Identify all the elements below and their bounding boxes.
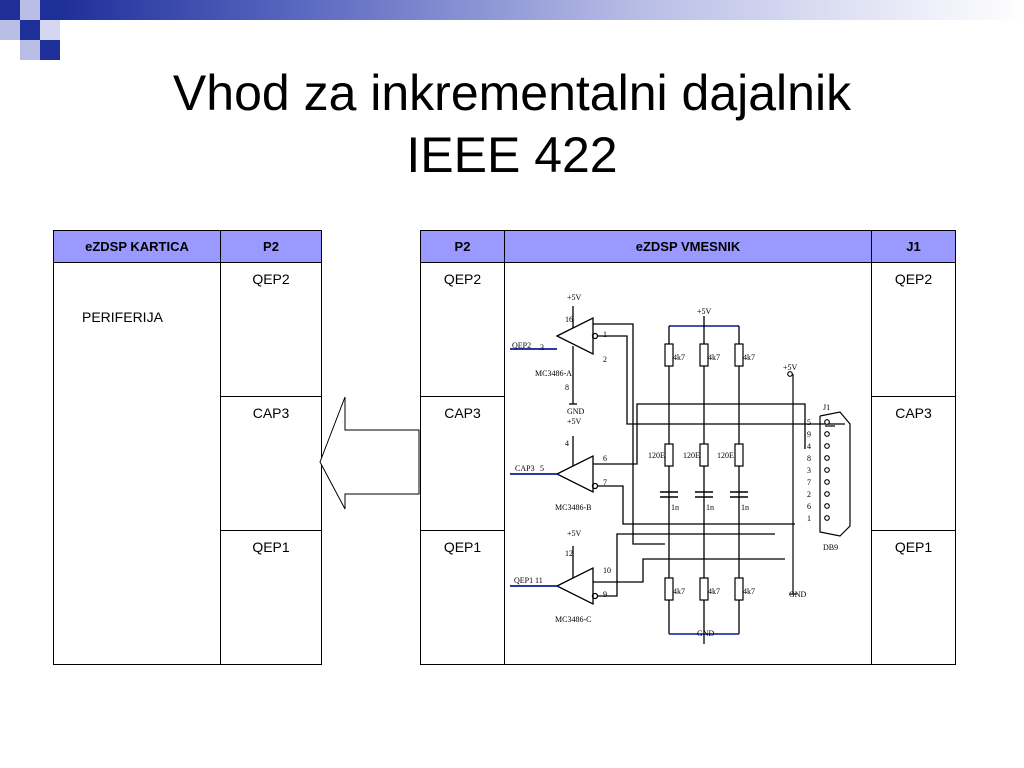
header-ezdsp-kartica: eZDSP KARTICA: [53, 230, 221, 263]
header-p2-right: P2: [420, 230, 505, 263]
input-label-cap3: CAP3: [515, 464, 535, 473]
amp-a-name: MC3486-A: [535, 369, 572, 378]
amp-c-name: MC3486-C: [555, 615, 591, 624]
slide-title: Vhod za inkrementalni dajalnik IEEE 422: [0, 62, 1024, 186]
amp-a-out-pin-2: 2: [603, 355, 607, 364]
j1-cell-qep2: QEP2: [871, 262, 956, 397]
connector-ref-label: J1: [823, 403, 830, 412]
connector-pin-5: 3: [807, 466, 811, 475]
pullup-label-1: 4k7: [673, 353, 685, 362]
amp-b-vcc-pin: 4: [565, 439, 569, 448]
left-cell-qep1: QEP1: [220, 530, 322, 665]
amp-c-in-pin: 11: [535, 576, 543, 585]
cap-label-3: 1n: [741, 503, 749, 512]
header-j1: J1: [871, 230, 956, 263]
j1-cell-qep1: QEP1: [871, 530, 956, 665]
amp-c-out-pin-1: 10: [603, 566, 611, 575]
amp-b-name: MC3486-B: [555, 503, 591, 512]
gnd-label-network: GND: [697, 629, 715, 638]
input-label-qep1: QEP1: [514, 576, 533, 585]
right-table: P2 eZDSP VMESNIK J1 QEP2 QEP2 CAP3 CAP3 …: [420, 230, 956, 665]
vcc-label-c: +5V: [567, 529, 582, 538]
pullup-label-3: 4k7: [743, 353, 755, 362]
connector-pin-4: 8: [807, 454, 811, 463]
gnd-label-connector: GND: [789, 590, 807, 599]
p2-cell-cap3: CAP3: [420, 396, 505, 531]
amp-a-out-pin-1: 1: [603, 330, 607, 339]
connector-pin-7: 2: [807, 490, 811, 499]
header-p2-left: P2: [220, 230, 322, 263]
cap-label-2: 1n: [706, 503, 714, 512]
j1-cell-cap3: CAP3: [871, 396, 956, 531]
connector-pin-2: 9: [807, 430, 811, 439]
left-cell-cap3: CAP3: [220, 396, 322, 531]
periferija-label: PERIFERIJA: [82, 309, 163, 325]
pulldown-label-1: 4k7: [673, 587, 685, 596]
cap-label-1: 1n: [671, 503, 679, 512]
pulldown-label-2: 4k7: [708, 587, 720, 596]
pullup-label-2: 4k7: [708, 353, 720, 362]
amp-c-vcc-pin: 12: [565, 549, 573, 558]
connector-pin-1: 5: [807, 418, 811, 427]
amp-a-in-pin: 3: [540, 343, 544, 352]
left-table: eZDSP KARTICA P2 PERIFERIJA QEP2 CAP3 QE…: [53, 230, 322, 665]
amp-a-vcc-pin: 16: [565, 315, 573, 324]
amp-c-out-pin-2: 9: [603, 590, 607, 599]
connector-pin-3: 4: [807, 442, 811, 451]
connector-name-label: DB9: [823, 543, 838, 552]
vcc-label-a: +5V: [567, 293, 582, 302]
left-cell-qep2: QEP2: [220, 262, 322, 397]
amp-b-symbol: [555, 454, 594, 494]
termination-label-3: 120E: [717, 451, 734, 460]
p2-cell-qep2: QEP2: [420, 262, 505, 397]
amp-b-out-pin-1: 6: [603, 454, 607, 463]
header-gradient-band: [60, 0, 1024, 20]
periferija-cell: PERIFERIJA: [53, 262, 221, 665]
title-line-1: Vhod za inkrementalni dajalnik: [172, 65, 852, 121]
schematic-diagram: +5V GND +5V +5V +5V +5V GND GND QEP2 CAP…: [510, 293, 851, 644]
connector-pin-6: 7: [807, 478, 811, 487]
vcc-label-connector: +5V: [783, 363, 798, 372]
termination-label-2: 120E: [683, 451, 700, 460]
input-label-qep2: QEP2: [512, 341, 531, 350]
amp-c-symbol: [555, 566, 594, 606]
header-ezdsp-vmesnik: eZDSP VMESNIK: [504, 230, 872, 263]
left-arrow-icon: [319, 396, 420, 510]
title-line-2: IEEE 422: [406, 127, 618, 183]
amp-b-out-pin-2: 7: [603, 478, 607, 487]
amp-a-gnd-pin: 8: [565, 383, 569, 392]
connector-pin-9: 1: [807, 514, 811, 523]
connector-pin-8: 6: [807, 502, 811, 511]
termination-label-1: 120E: [648, 451, 665, 460]
gnd-label-a: GND: [567, 407, 585, 416]
pulldown-label-3: 4k7: [743, 587, 755, 596]
vcc-label-pullup: +5V: [697, 307, 712, 316]
vcc-label-b: +5V: [567, 417, 582, 426]
p2-cell-qep1: QEP1: [420, 530, 505, 665]
amp-b-in-pin: 5: [540, 464, 544, 473]
amp-a-symbol: [555, 316, 594, 356]
